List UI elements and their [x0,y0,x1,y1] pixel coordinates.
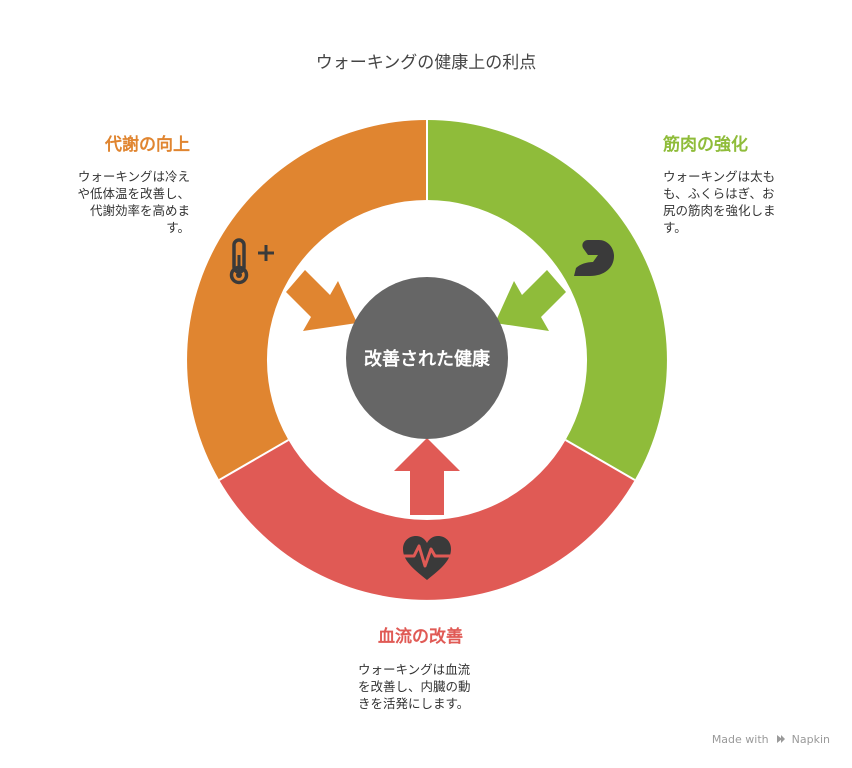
muscle-block: 筋肉の強化 ウォーキングは太も も、ふくらはぎ、お 尻の筋肉を強化しま す。 [663,130,823,236]
brand-name: Napkin [791,733,830,746]
circulation-title: 血流の改善 [378,627,463,647]
segment-metabolism [187,120,427,480]
brand-watermark[interactable]: Made with Napkin [712,733,830,746]
metabolism-title: 代謝の向上 [105,135,190,155]
segment-muscle [427,120,667,480]
page-title: ウォーキングの健康上の利点 [315,53,537,73]
arrow-metabolism [286,270,357,331]
napkin-logo-icon [776,734,786,744]
arrow-circulation [394,438,460,515]
muscle-desc: ウォーキングは太も も、ふくらはぎ、お 尻の筋肉を強化しま す。 [663,169,776,235]
metabolism-block: 代謝の向上 ウォーキングは冷え や低体温を改善し、 代謝効率を高めま す。 [40,130,190,236]
heart-pulse-icon [402,536,452,580]
brand-prefix: Made with [711,733,769,746]
center-label: 改善された健康 [364,348,491,370]
thermometer-plus-icon [229,238,274,285]
metabolism-desc: ウォーキングは冷え や低体温を改善し、 代謝効率を高めま す。 [77,169,190,235]
circulation-desc: ウォーキングは血流 を改善し、内臓の動 きを活発にします。 [358,662,471,711]
arrow-muscle [495,270,566,331]
segment-circulation [219,440,635,600]
muscle-title: 筋肉の強化 [663,135,748,155]
flexed-bicep-icon [574,240,614,276]
circulation-block: 血流の改善 ウォーキングは血流 を改善し、内臓の動 きを活発にします。 [358,622,538,712]
center-circle [346,277,508,439]
